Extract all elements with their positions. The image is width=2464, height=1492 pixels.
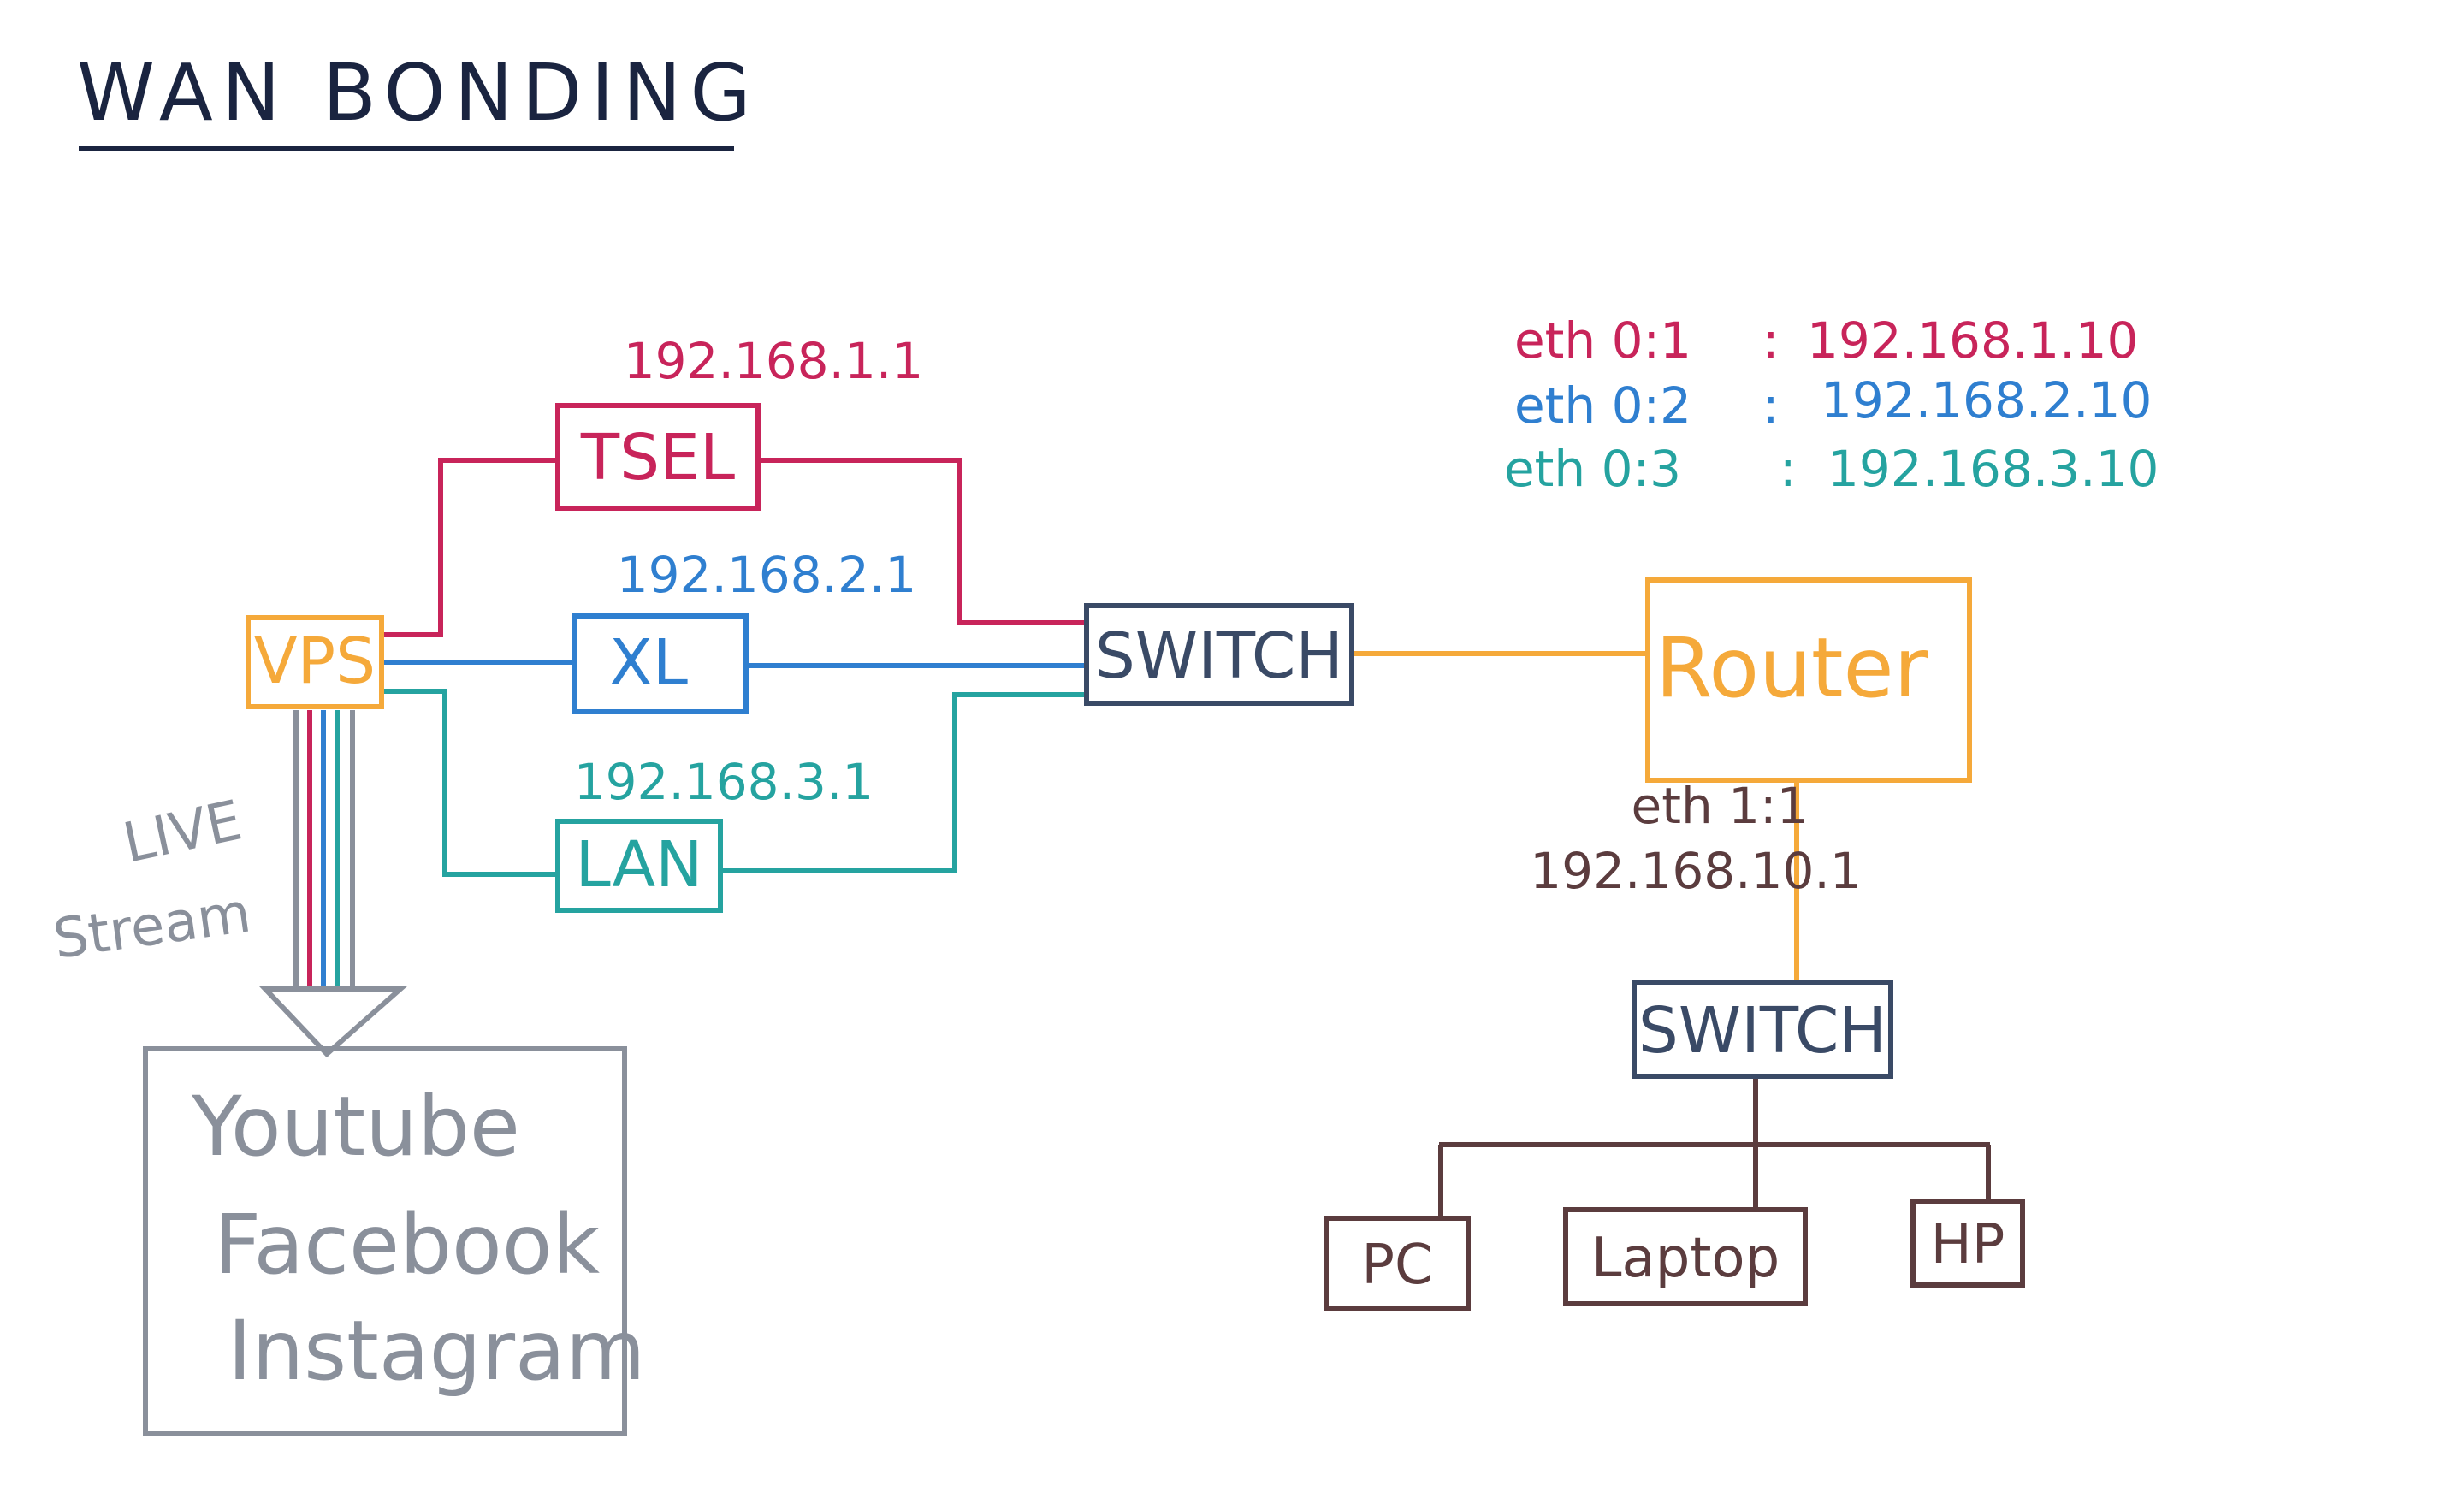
xl-box (572, 613, 749, 714)
lan-uplink-line (382, 689, 558, 877)
platform-instagram: Instagram (228, 1303, 645, 1399)
interface-separator: : (1762, 376, 1780, 435)
tsel-ip: 192.168.1.1 (624, 332, 924, 390)
interface-name: eth 0:3 (1504, 440, 1681, 498)
stream-arrow-head (259, 986, 407, 1058)
platform-facebook: Facebook (214, 1197, 600, 1293)
top-switch-label: SWITCH (1095, 619, 1343, 693)
pc-label: PC (1361, 1234, 1432, 1297)
laptop-label: Laptop (1591, 1227, 1780, 1290)
hp-label: HP (1931, 1213, 2005, 1276)
laptop-box (1563, 1207, 1808, 1306)
router-box (1645, 577, 1972, 783)
stream-label: Stream (50, 881, 255, 972)
pc-box (1324, 1216, 1471, 1311)
xl-label: XL (609, 626, 688, 700)
interface-ip: 192.168.3.10 (1827, 440, 2159, 498)
interface-separator: : (1762, 311, 1780, 370)
router-label: Router (1656, 620, 1928, 716)
lan-interface-ip: 192.168.10.1 (1530, 842, 1861, 900)
vps-box (246, 615, 384, 709)
lan-ip: 192.168.3.1 (574, 753, 874, 811)
bottom-switch-box (1632, 980, 1893, 1079)
interface-name: eth 0:1 (1514, 311, 1691, 370)
lan-downlink-line (720, 692, 1087, 873)
diagram-title: WAN BONDING (77, 47, 760, 139)
interface-ip: 192.168.1.10 (1807, 311, 2138, 370)
lan-interface-name: eth 1:1 (1632, 777, 1809, 835)
platform-youtube: Youtube (191, 1079, 520, 1175)
interface-list: eth 0:1 : 192.168.1.10 eth 0:2 : 192.168… (1504, 311, 2159, 498)
tsel-box (555, 403, 761, 511)
hp-box (1910, 1199, 2025, 1288)
top-switch-box (1084, 603, 1354, 706)
live-label: LIVE (118, 789, 247, 875)
bottom-switch-label: SWITCH (1638, 994, 1886, 1068)
interface-name: eth 0:2 (1514, 376, 1691, 435)
vps-label: VPS (254, 625, 376, 698)
interface-separator: : (1780, 440, 1797, 498)
tsel-uplink-line (382, 458, 558, 637)
tsel-downlink-line (758, 458, 1087, 625)
lan-label: LAN (576, 828, 703, 902)
platforms-box (143, 1046, 627, 1436)
xl-ip: 192.168.2.1 (617, 546, 917, 604)
interface-ip: 192.168.2.10 (1821, 371, 2152, 429)
lan-box (555, 819, 723, 913)
tsel-label: TSEL (580, 421, 735, 494)
